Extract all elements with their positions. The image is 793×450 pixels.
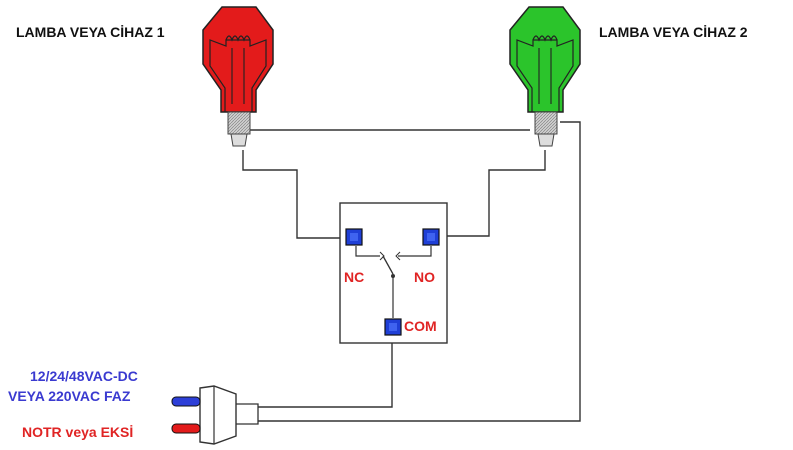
wire-lamp2-no bbox=[438, 150, 546, 237]
phase-label-line2: VEYA 220VAC FAZ bbox=[8, 388, 131, 404]
neutral-pin bbox=[171, 423, 201, 434]
wire-lamp2-return bbox=[255, 121, 581, 422]
phase-pin bbox=[171, 396, 201, 407]
com-label: COM bbox=[404, 318, 437, 334]
lamp-1-base bbox=[227, 111, 251, 135]
power-plug bbox=[171, 385, 259, 445]
lamp-2-label: LAMBA VEYA CİHAZ 2 bbox=[599, 24, 748, 40]
wires bbox=[238, 121, 581, 422]
neutral-label: NOTR veya EKSİ bbox=[22, 424, 134, 440]
lamp-1-filament bbox=[225, 35, 251, 42]
plug-body bbox=[199, 385, 237, 445]
plug-cable-sleeve bbox=[233, 403, 259, 425]
nc-label: NC bbox=[344, 269, 365, 285]
wire-lamp1-nc bbox=[242, 150, 345, 239]
lamp-2-base bbox=[534, 111, 558, 135]
lamp-1-bulb bbox=[202, 6, 274, 113]
relay bbox=[339, 202, 448, 344]
no-label: NO bbox=[414, 269, 435, 285]
lamp-2-bulb bbox=[509, 6, 581, 113]
phase-label-line1: 12/24/48VAC-DC bbox=[30, 368, 138, 384]
lamp-2 bbox=[509, 6, 581, 147]
wire-com-plug bbox=[255, 333, 393, 408]
lamp-1 bbox=[202, 6, 274, 147]
lamp-1-label: LAMBA VEYA CİHAZ 1 bbox=[16, 24, 165, 40]
lamp-2-filament bbox=[532, 35, 558, 42]
